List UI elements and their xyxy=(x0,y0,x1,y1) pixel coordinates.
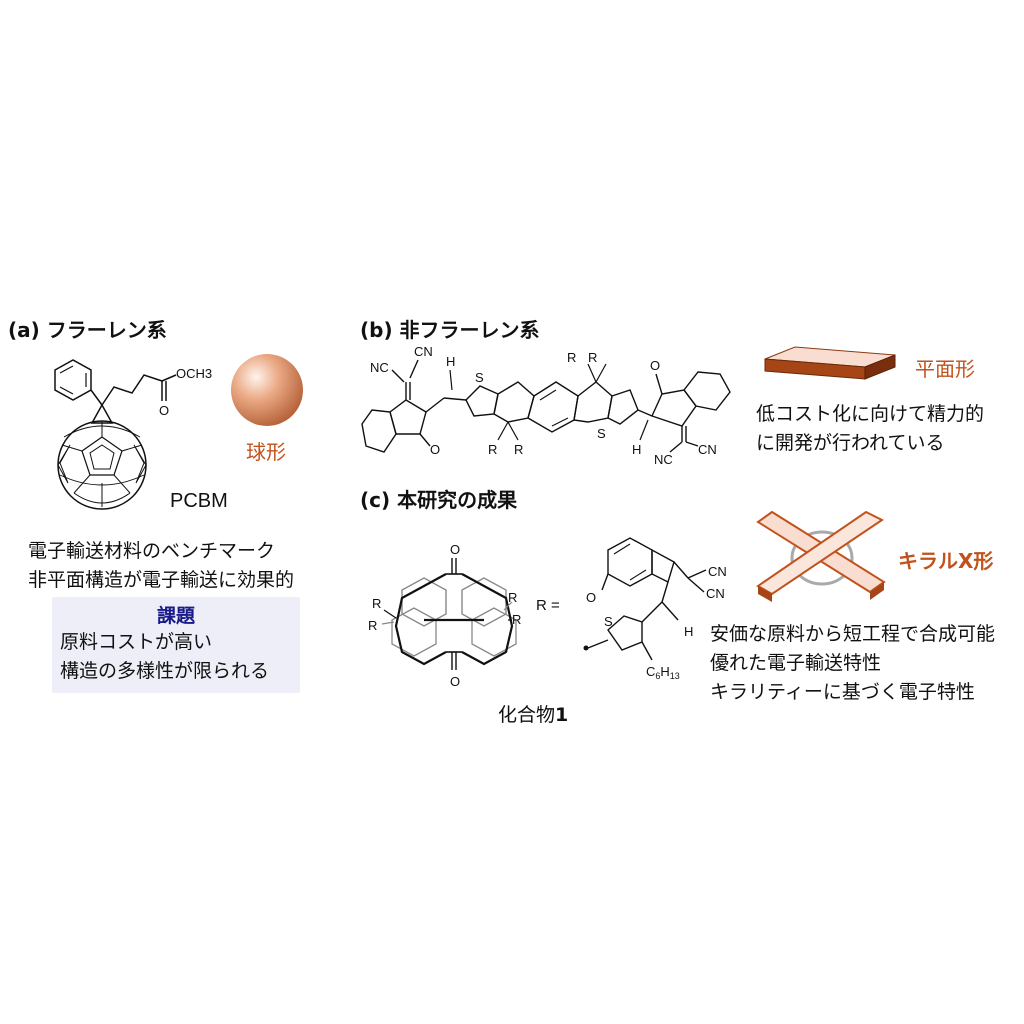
r-group-label: R xyxy=(514,442,523,457)
section-b-description-line: に開発が行われている xyxy=(756,432,945,454)
section-c-description: 安価な原料から短工程で合成可能 優れた電子輸送特性 キラリティーに基づく電子特性 xyxy=(710,620,995,707)
section-a-heading: (a) フラーレン系 xyxy=(8,318,167,342)
carbonyl-oxygen-label: O xyxy=(450,674,460,689)
r-group-label: R xyxy=(508,590,517,605)
pcbm-structure: O OCH3 xyxy=(54,359,212,510)
issue-title: 課題 xyxy=(156,605,195,627)
r-equals-label: R = xyxy=(536,597,560,614)
section-b-heading: (b) 非フラーレン系 xyxy=(360,318,540,342)
sphere-shape xyxy=(231,354,303,426)
sulfur-label: S xyxy=(597,426,606,441)
section-c-description-line: 優れた電子輸送特性 xyxy=(710,652,882,674)
hydrogen-label: H xyxy=(632,442,641,457)
r-group-label: R xyxy=(567,350,576,365)
issue-box: 課題 原料コストが高い 構造の多様性が限られる xyxy=(52,597,300,693)
r-group-structure: O CN CN H S C6H13 xyxy=(583,537,727,681)
section-a-description-line: 非平面構造が電子輸送に効果的 xyxy=(28,569,295,591)
r-group-label: R xyxy=(588,350,597,365)
compound-1-label: 化合物1 xyxy=(498,700,568,727)
non-fullerene-structure: NC CN O H S S R R R R H O NC CN xyxy=(361,344,731,467)
hydrogen-label: H xyxy=(684,624,693,639)
section-c-description-line: キラリティーに基づく電子特性 xyxy=(710,681,975,703)
flat-slab-shape xyxy=(764,346,896,380)
planar-shape-label: 平面形 xyxy=(915,357,975,381)
compound-1-structure: O O R R R R xyxy=(368,542,521,689)
section-b-description: 低コスト化に向けて精力的 に開発が行われている xyxy=(756,400,984,458)
hydrogen-label: H xyxy=(446,354,455,369)
carbonyl-oxygen-label: O xyxy=(586,590,596,605)
carbonyl-oxygen-label: O xyxy=(650,358,660,373)
r-group-label: R xyxy=(372,596,381,611)
issue-item: 原料コストが高い xyxy=(60,631,213,653)
section-c-description-line: 安価な原料から短工程で合成可能 xyxy=(710,623,996,645)
sulfur-label: S xyxy=(475,370,484,385)
section-a-description: 電子輸送材料のベンチマーク 非平面構造が電子輸送に効果的 xyxy=(28,537,294,595)
spherical-shape-label: 球形 xyxy=(246,440,286,464)
sulfur-label: S xyxy=(604,614,613,629)
nitrile-label: CN xyxy=(706,586,725,601)
nitrile-label: CN xyxy=(708,564,727,579)
section-b-description-line: 低コスト化に向けて精力的 xyxy=(756,403,985,425)
carbonyl-oxygen-label: O xyxy=(159,403,169,418)
carbonyl-oxygen-label: O xyxy=(450,542,460,557)
pcbm-label: PCBM xyxy=(170,490,228,512)
carbonyl-oxygen-label: O xyxy=(430,442,440,457)
nitrile-label: CN xyxy=(698,442,717,457)
compound-label-number: 1 xyxy=(555,704,569,726)
section-a-description-line: 電子輸送材料のベンチマーク xyxy=(28,540,276,562)
nitrile-label: NC xyxy=(370,360,389,375)
nitrile-label: NC xyxy=(654,452,673,467)
chiral-x-shape-label: キラルX形 xyxy=(898,549,994,573)
r-group-label: R xyxy=(368,618,377,633)
nitrile-label: CN xyxy=(414,344,433,359)
r-group-label: R xyxy=(488,442,497,457)
r-group-label: R xyxy=(512,612,521,627)
chiral-x-shape xyxy=(756,510,886,602)
hexyl-label: C6H13 xyxy=(646,664,680,681)
section-c-heading: (c) 本研究の成果 xyxy=(360,488,518,512)
issue-item: 構造の多様性が限られる xyxy=(60,660,270,682)
compound-label-prefix: 化合物 xyxy=(498,704,556,726)
methoxy-label: OCH3 xyxy=(176,366,212,381)
